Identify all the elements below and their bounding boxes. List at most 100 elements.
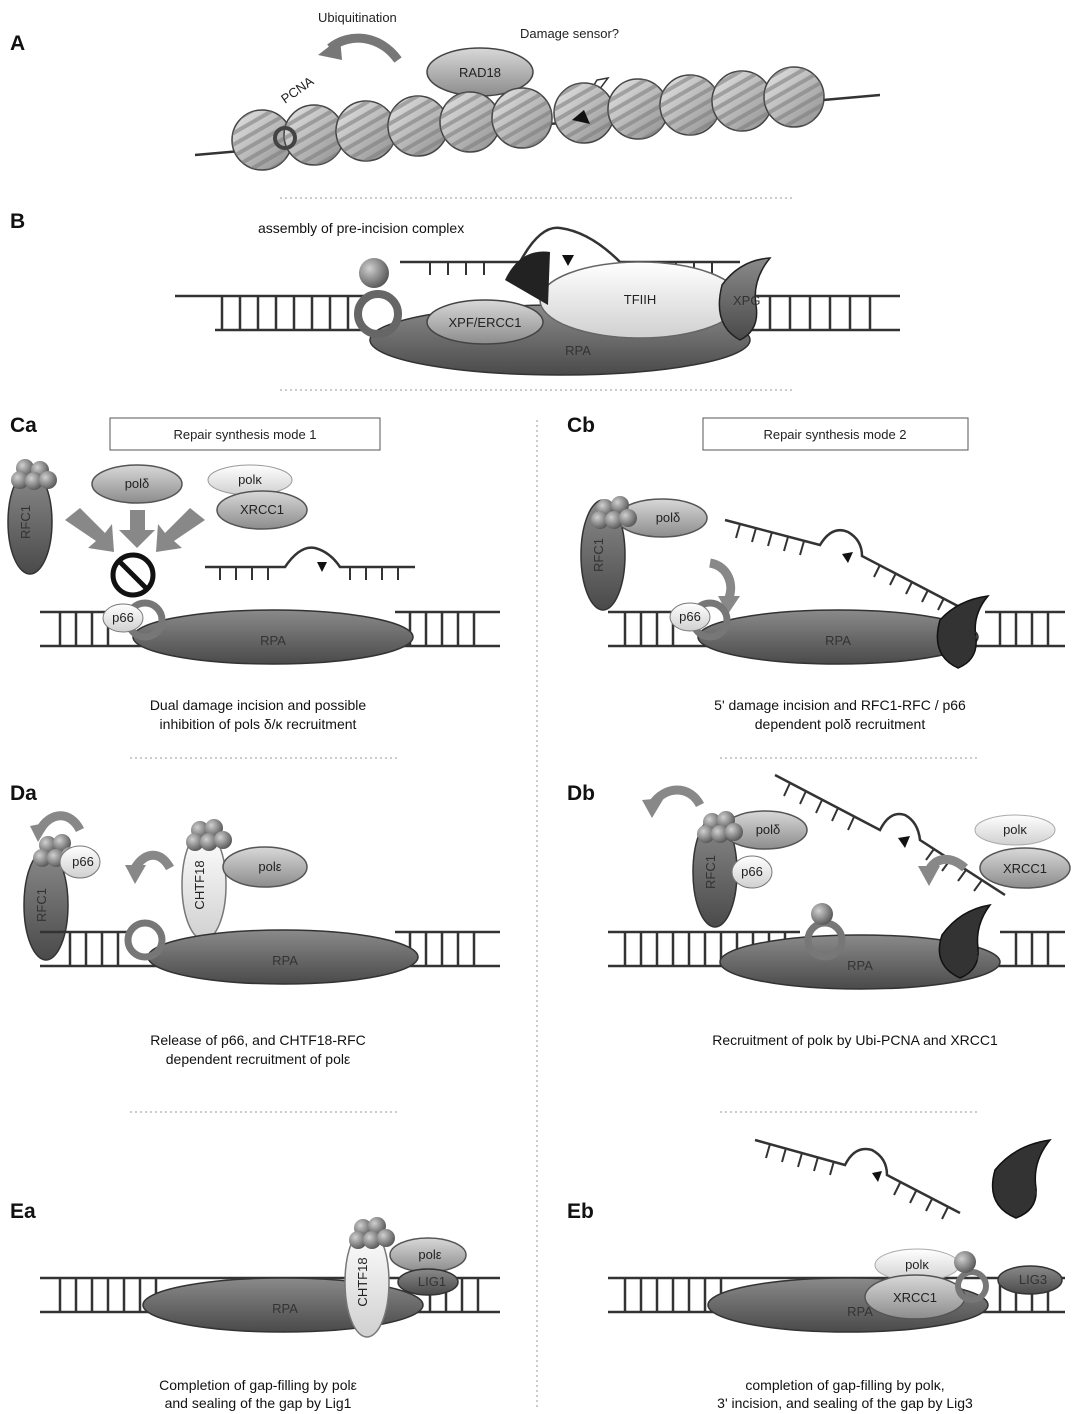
- ubiquitin: [954, 1251, 976, 1273]
- dna-lesion: [562, 255, 574, 266]
- nucleosome: [336, 101, 396, 161]
- xpg-label: XPG: [952, 948, 979, 963]
- pole-label: polε: [418, 1247, 441, 1262]
- polk-label: polκ: [1003, 822, 1027, 837]
- damage-sensor-label: Damage sensor?: [520, 26, 619, 41]
- p66-label: p66: [72, 854, 94, 869]
- rpa-label: RPA: [847, 958, 873, 973]
- nucleosome: [660, 75, 720, 135]
- recruitment-arrowhead: [918, 866, 940, 886]
- panel-da: Da RFC1 p66 CHTF18 polε RPA Release of p…: [10, 782, 500, 1067]
- panel-b-title: assembly of pre-incision complex: [258, 220, 464, 236]
- panel-label-eb: Eb: [567, 1200, 594, 1223]
- rpa-label: RPA: [825, 633, 851, 648]
- recruitment-arrowhead: [125, 865, 146, 884]
- pcna-ring: [128, 923, 162, 957]
- db-caption-line1: Recruitment of polκ by Ubi-PCNA and XRCC…: [712, 1032, 998, 1048]
- ubiquitination-arrowhead: [318, 38, 342, 60]
- p66-label: p66: [741, 864, 763, 879]
- flap-strand: [775, 775, 1005, 895]
- lig1-label: LIG1: [418, 1274, 446, 1289]
- cb-caption-line1: 5' damage incision and RFC1-RFC / p66: [714, 697, 966, 713]
- rpa-label: RPA: [272, 953, 298, 968]
- rpa-label: RPA: [260, 633, 286, 648]
- da-caption-line1: Release of p66, and CHTF18-RFC: [150, 1032, 366, 1048]
- pcna-ring: [358, 294, 398, 334]
- rfc-complex-balls: [349, 1217, 395, 1249]
- panel-label-da: Da: [10, 782, 37, 805]
- ca-caption-line2: inhibition of pols δ/κ recruitment: [160, 716, 357, 732]
- panel-label-cb: Cb: [567, 414, 595, 437]
- xrcc1-label: XRCC1: [240, 502, 284, 517]
- lig3-label: LIG3: [1019, 1272, 1047, 1287]
- eb-caption-line2: 3' incision, and sealing of the gap by L…: [717, 1395, 973, 1411]
- polk-label: polκ: [905, 1257, 929, 1272]
- nucleosome: [232, 110, 292, 170]
- excised-fragment-bases: [220, 567, 398, 580]
- panel-eb: Eb XPG RPA polκ XRCC1 LIG3 completion of…: [567, 1140, 1065, 1411]
- ubiquitin: [359, 258, 389, 288]
- p66-label: p66: [679, 609, 701, 624]
- rpa-label: RPA: [272, 1301, 298, 1316]
- blocked-arrows: [65, 508, 205, 552]
- panel-db: Db RFC1 polδ p66 polκ XRCC1 RPA: [567, 775, 1070, 1048]
- da-caption-line2: dependent recruitment of polε: [166, 1051, 350, 1067]
- nucleosome: [388, 96, 448, 156]
- nucleosome: [440, 92, 500, 152]
- rfc1-label: RFC1: [18, 505, 33, 539]
- xrcc1-label: XRCC1: [893, 1290, 937, 1305]
- panel-label-ca: Ca: [10, 414, 37, 437]
- tfiih-label: TFIIH: [624, 292, 657, 307]
- flap-bases: [784, 783, 982, 891]
- panel-a: A Ubiquitination Damage sensor? RAD18: [10, 10, 880, 170]
- excised-fragment-bases: [766, 1144, 948, 1219]
- xrcc1-label: XRCC1: [1003, 861, 1047, 876]
- dna-lesion: [317, 562, 327, 572]
- flap-strand: [725, 520, 975, 615]
- ea-caption-line1: Completion of gap-filling by polε: [159, 1377, 357, 1393]
- ubiquitin: [811, 903, 833, 925]
- ea-caption-line2: and sealing of the gap by Lig1: [165, 1395, 352, 1411]
- p66-label: p66: [112, 610, 134, 625]
- pcna-label: PCNA: [278, 73, 316, 106]
- rfc1-label: RFC1: [591, 538, 606, 572]
- panel-label-a: A: [10, 32, 25, 55]
- ubiquitination-label: Ubiquitination: [318, 10, 397, 25]
- nucleosome: [712, 71, 772, 131]
- rfc1-label: RFC1: [703, 855, 718, 889]
- mode1-label: Repair synthesis mode 1: [173, 427, 316, 442]
- polk-label: polκ: [238, 472, 262, 487]
- chtf18-label: CHTF18: [192, 860, 207, 909]
- nucleosome: [492, 88, 552, 148]
- nucleosome: [608, 79, 668, 139]
- rpa-label: RPA: [565, 343, 591, 358]
- xpc-protein: [505, 252, 550, 305]
- panel-ca: Ca Repair synthesis mode 1 RFC1 polδ pol…: [8, 414, 500, 732]
- nucleosome: [764, 67, 824, 127]
- panel-label-ea: Ea: [10, 1200, 36, 1223]
- ca-caption-line1: Dual damage incision and possible: [150, 697, 367, 713]
- xpf-ercc1-label: XPF/ERCC1: [449, 315, 522, 330]
- rad18-label: RAD18: [459, 65, 501, 80]
- xpg-label: XPG: [733, 293, 760, 308]
- rfc-complex-balls: [11, 459, 57, 490]
- dna-lesion: [898, 836, 910, 848]
- panel-ea: Ea RPA CHTF18 polε LIG1 Completion of ga…: [10, 1200, 500, 1411]
- panel-b: B assembly of pre-incision complex RPA T…: [10, 210, 900, 375]
- dna-lesion: [842, 552, 853, 563]
- mode2-label: Repair synthesis mode 2: [763, 427, 906, 442]
- pold-label: polδ: [656, 510, 681, 525]
- rfc1-label: RFC1: [34, 888, 49, 922]
- recruitment-arrow: [710, 563, 731, 600]
- xpg-label: XPG: [1010, 1183, 1037, 1198]
- release-arrowhead: [642, 798, 664, 818]
- pole-label: polε: [258, 859, 281, 874]
- xpg-label: XPG: [950, 628, 977, 643]
- pold-label: polδ: [756, 822, 781, 837]
- pold-label: polδ: [125, 476, 150, 491]
- flap-bases: [736, 524, 944, 610]
- panel-label-db: Db: [567, 782, 595, 805]
- rfc-complex-balls: [186, 819, 232, 851]
- dsdna-right: [745, 296, 900, 330]
